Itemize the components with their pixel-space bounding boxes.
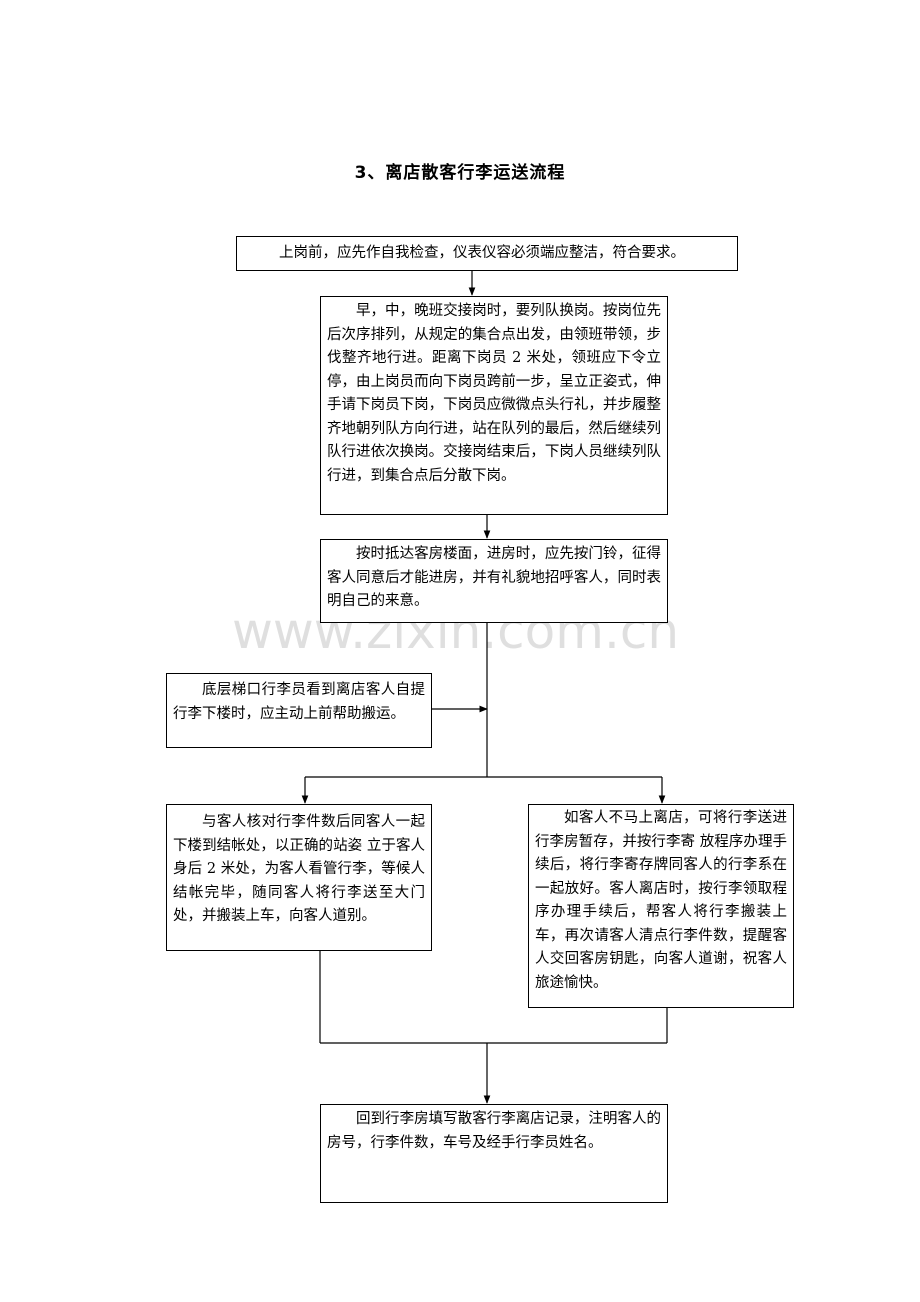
step1-box: 上岗前，应先作自我检查，仪表仪容必须端应整洁，符合要求。 [236,236,738,271]
step3-box: 按时抵达客房楼面，进房时，应先按门铃，征得客人同意后才能进房，并有礼貌地招呼客人… [320,539,668,623]
flowchart-title: 3、离店散客行李运送流程 [354,163,566,183]
final-box: 回到行李房填写散客行李离店记录，注明客人的房号，行李件数，车号及经手行李员姓名。 [320,1104,668,1203]
right-branch-box: 如客人不马上离店，可将行李送进行李房暂存，并按行李寄 放程序办理手续后，将行李寄… [528,804,794,1008]
step2-box: 早，中，晚班交接岗时，要列队换岗。按岗位先后次序排列，从规定的集合点出发，由领班… [320,296,668,515]
left-branch-box: 与客人核对行李件数后同客人一起下楼到结帐处，以正确的站姿 立于客人身后 2 米处… [166,804,432,951]
side-box: 底层梯口行李员看到离店客人自提行李下楼时，应主动上前帮助搬运。 [166,673,432,748]
